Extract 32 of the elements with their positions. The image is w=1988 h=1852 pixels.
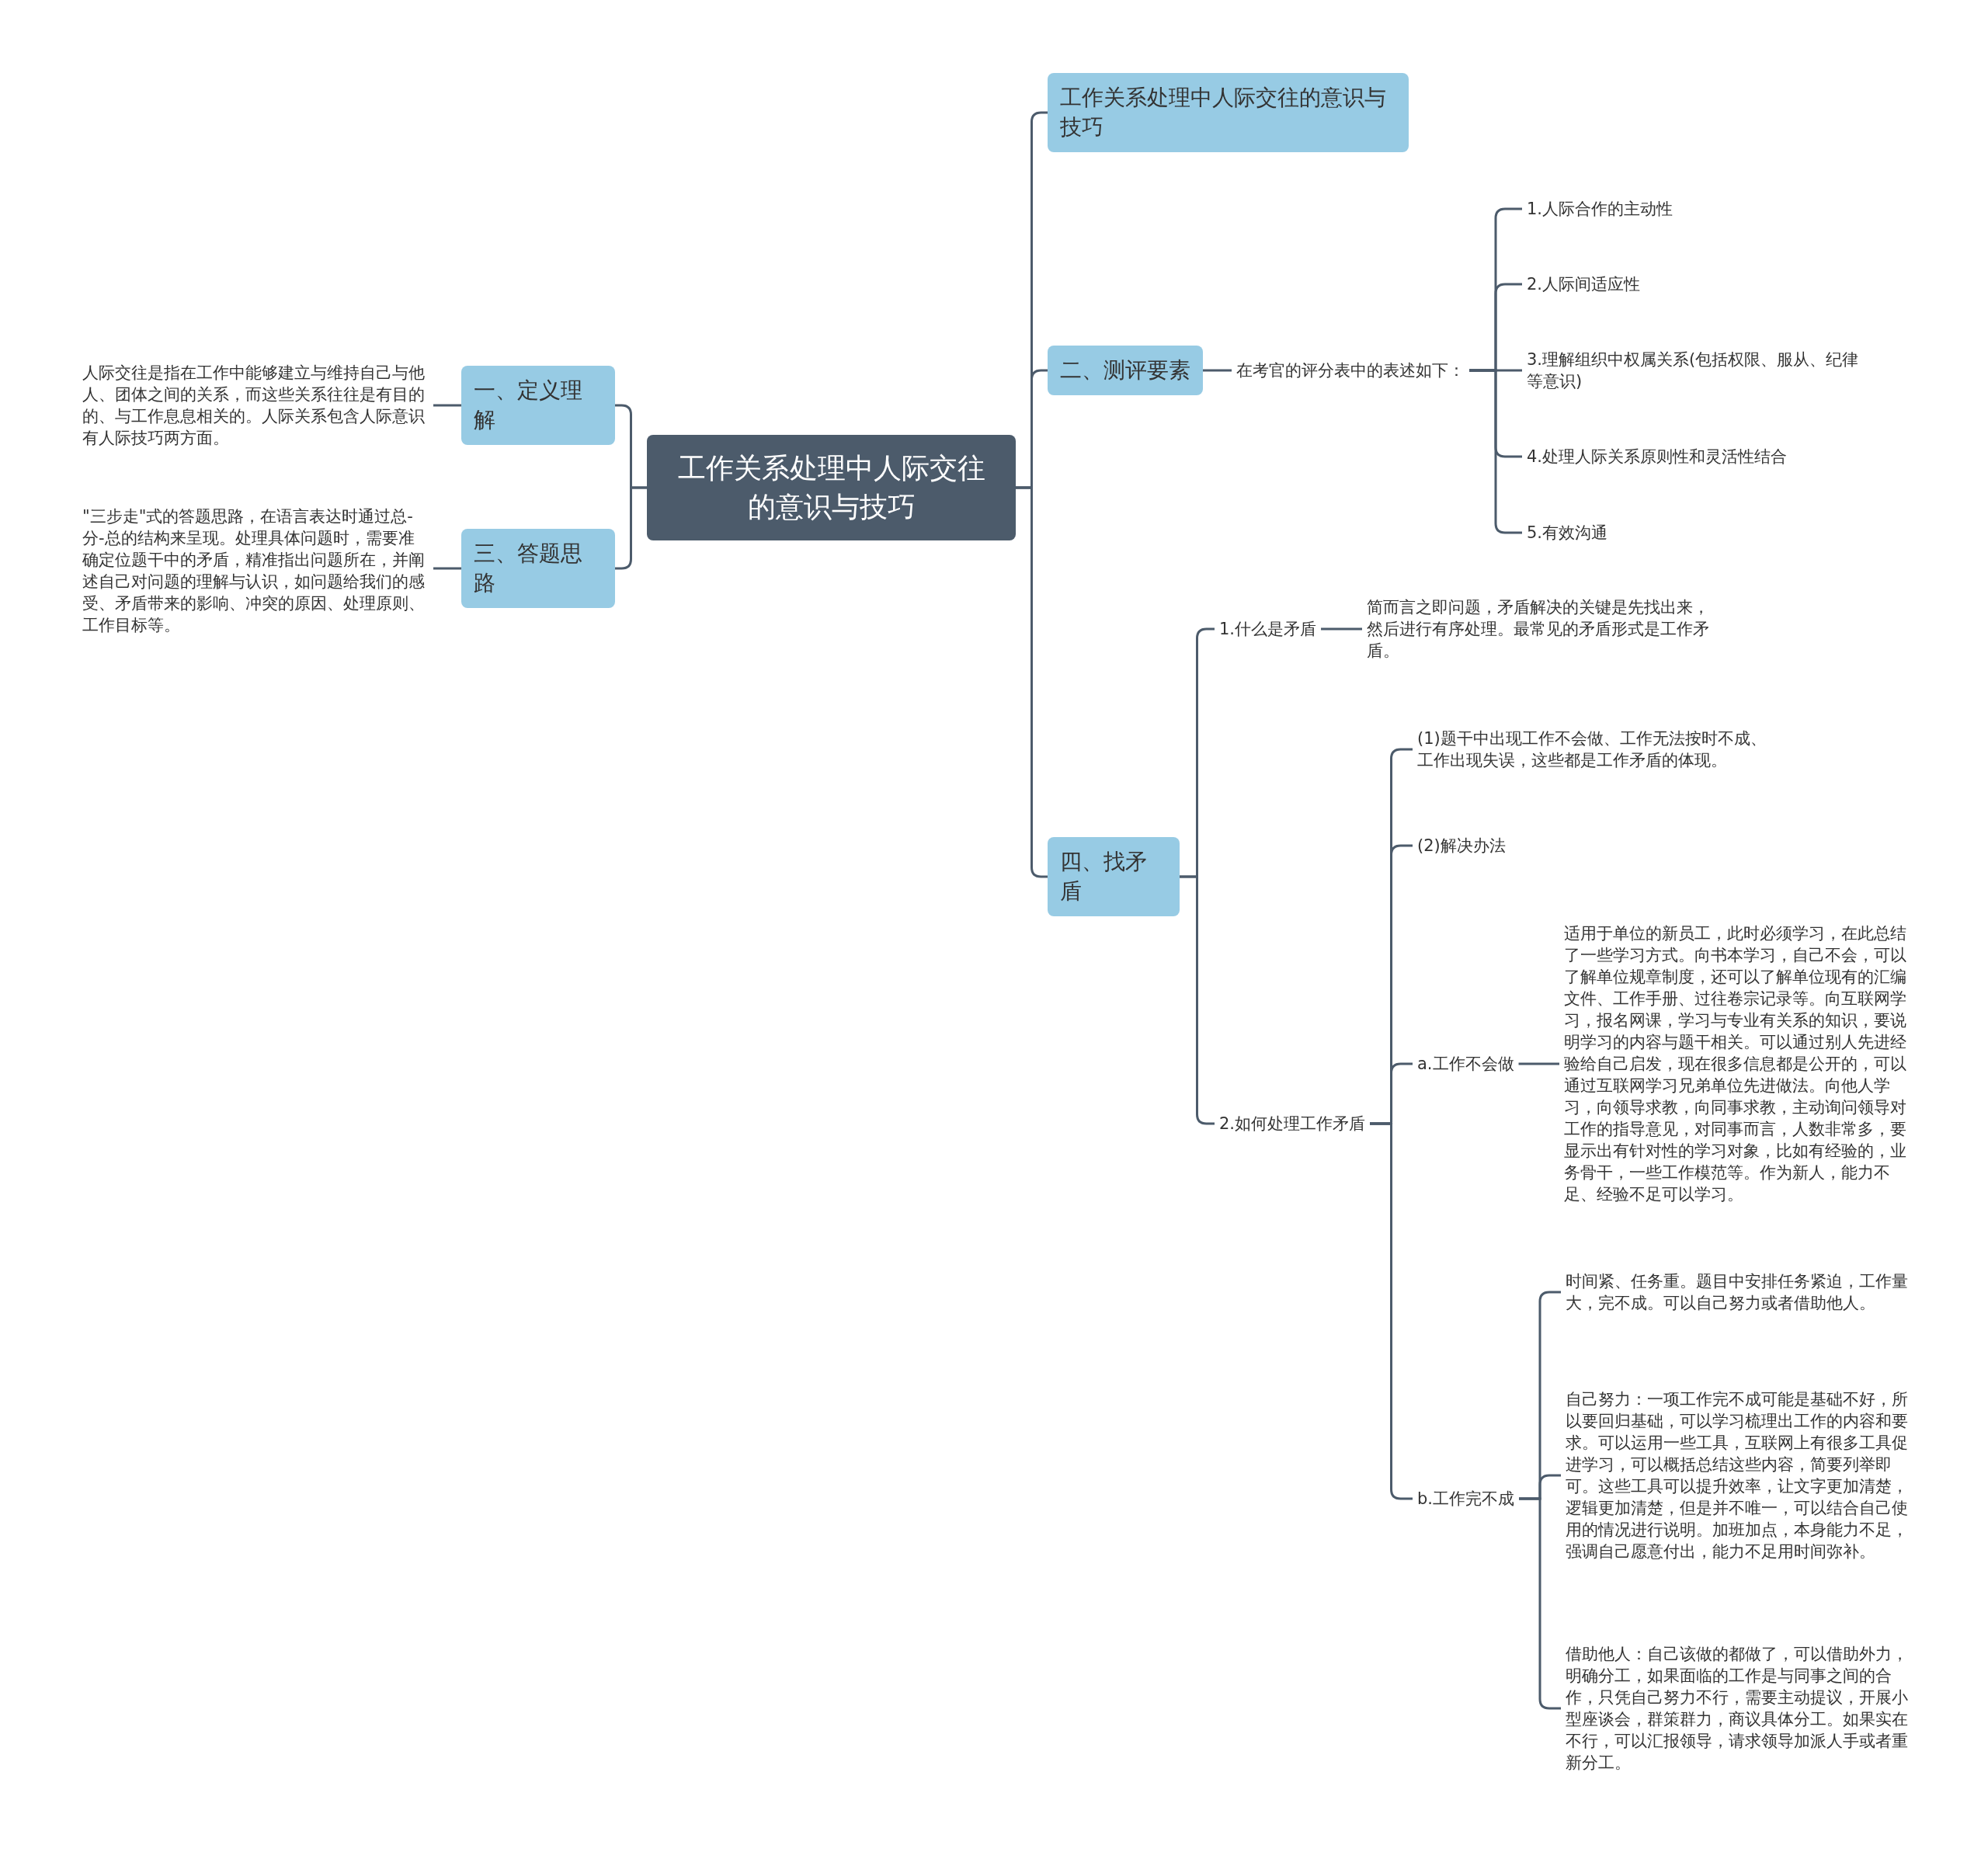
topic-text: 2.人际间适应性	[1522, 273, 1646, 295]
topic-text: "三步走"式的答题思路，在语言表达时通过总-分-总的结构来呈现。处理具体问题时，需要准确定位题干中的矛盾，精准指出问题所在，并阐述自己对问题的理解与认识，如问题给我们的感受、矛盾带来的影响、冲突的原因、处理原则、工作目标等。	[78, 506, 433, 636]
topic-box: 工作关系处理中人际交往的意识与技巧	[1048, 73, 1409, 152]
connector-line	[433, 404, 461, 407]
topic-text: 3.理解组织中权属关系(包括权限、服从、纪律等意识)	[1522, 349, 1879, 392]
topic-text: 人际交往是指在工作中能够建立与维持自己与他人、团体之间的关系，而这些关系往往是有目的的、与工作息息相关的。人际关系包含人际意识有人际技巧两方面。	[78, 362, 433, 449]
topic-text: 1.什么是矛盾	[1215, 618, 1322, 640]
topic-text: 4.处理人际关系原则性和灵活性结合	[1522, 446, 1792, 467]
connector-line	[433, 567, 461, 570]
connector-line	[1203, 369, 1232, 372]
topic-text: 时间紧、任务重。题目中安排任务紧迫，工作量大，完不成。可以自己努力或者借助他人。	[1561, 1270, 1917, 1314]
topic-box: 二、测评要素	[1048, 346, 1203, 395]
topic-text: 5.有效沟通	[1522, 522, 1613, 544]
topic-text: b.工作完不成	[1413, 1488, 1519, 1510]
connector-line	[615, 486, 647, 570]
topic-text: 在考官的评分表中的表述如下：	[1232, 360, 1469, 381]
topic-text: (2)解决办法	[1413, 835, 1510, 857]
central-topic-box: 工作关系处理中人际交往的意识与技巧	[647, 435, 1016, 540]
topic-text: 简而言之即问题，矛盾解决的关键是先找出来，然后进行有序处理。最常见的矛盾形式是工作矛盾。	[1362, 596, 1718, 662]
topic-box: 三、答题思路	[461, 529, 615, 608]
topic-box: 一、定义理解	[461, 366, 615, 445]
topic-box: 四、找矛盾	[1048, 837, 1180, 916]
topic-text: 2.如何处理工作矛盾	[1215, 1113, 1371, 1134]
topic-text: a.工作不会做	[1413, 1053, 1519, 1075]
connector-line	[1321, 627, 1362, 631]
connector-line	[1518, 1062, 1559, 1065]
topic-text: 借助他人：自己该做的都做了，可以借助外力，明确分工，如果面临的工作是与同事之间的合作，只凭自己努力不行，需要主动提议，开展小型座谈会，群策群力，商议具体分工。如果实在不行，可以汇报领导，请求领导加派人手或者重新分工。	[1561, 1643, 1917, 1774]
topic-text: 自己努力：一项工作完不成可能是基础不好，所以要回归基础，可以学习梳理出工作的内容和要求。可以运用一些工具，互联网上有很多工具促进学习，可以概括总结这些内容，简要列举即可。这些工具可以提升效率，让文字更加清楚，逻辑更加清楚，但是并不唯一，可以结合自己使用的情况进行说明。加班加点，本身能力不足，强调自己愿意付出，能力不足用时间弥补。	[1561, 1388, 1917, 1562]
topic-text: (1)题干中出现工作不会做、工作无法按时不成、工作出现失误，这些都是工作矛盾的体现。	[1413, 728, 1771, 771]
connector-line	[1016, 486, 1048, 878]
topic-text: 适用于单位的新员工，此时必须学习，在此总结了一些学习方式。向书本学习，自己不会，可以了解单位规章制度，还可以了解单位现有的汇编文件、工作手册、过往卷宗记录等。向互联网学习，报名网课，学习与专业有关系的知识，要说明学习的内容与题干相关。可以通过别人先进经验给自己启发，现在很多信息都是公开的，可以通过互联网学习兄弟单位先进做法。向他人学习，向领导求教，向同事求教，主动询问领导对工作的指导意见，对同事而言，人数非常多，要显示出有针对性的学习对象，比如有经验的，业务骨干，一些工作模范等。作为新人，能力不足、经验不足可以学习。	[1559, 923, 1915, 1205]
topic-text: 1.人际合作的主动性	[1522, 198, 1678, 220]
